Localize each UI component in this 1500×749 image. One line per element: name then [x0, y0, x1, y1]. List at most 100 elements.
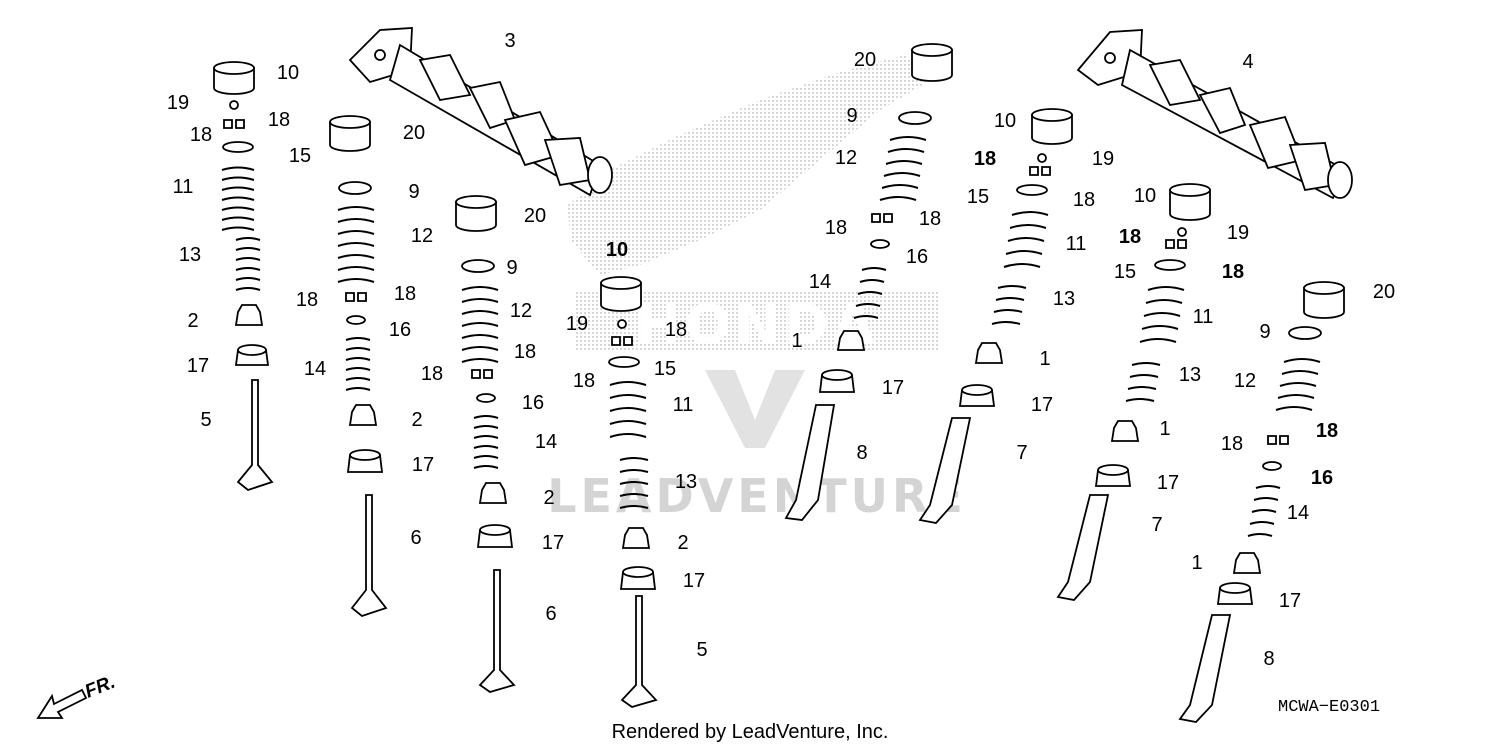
part-label: 17 [412, 454, 434, 476]
part-label: 1 [1159, 418, 1170, 440]
part-label: 5 [200, 409, 211, 431]
watermark-logo-text: HONDA [636, 293, 879, 356]
part-label: 15 [654, 358, 676, 380]
valve-column-4 [600, 276, 658, 708]
honda-wing-watermark [568, 55, 935, 275]
valve-column-3 [455, 195, 516, 693]
part-label: 18 [268, 109, 290, 131]
part-label: 18 [394, 283, 416, 305]
part-label: 13 [179, 244, 201, 266]
camshaft-4 [1076, 29, 1353, 200]
part-label: 7 [1016, 442, 1027, 464]
part-label: 12 [510, 300, 532, 322]
part-label: 11 [673, 394, 694, 416]
part-label: 18 [514, 341, 536, 363]
part-label: 1 [1039, 348, 1050, 370]
front-direction-indicator: FR. [36, 672, 118, 719]
part-label: 18 [296, 289, 318, 311]
part-label: 13 [675, 471, 697, 493]
part-label: 14 [535, 431, 557, 453]
part-label: 14 [304, 358, 326, 380]
part-label: 16 [522, 392, 544, 414]
part-label: 18 [825, 217, 847, 239]
part-label: 18 [919, 208, 941, 230]
part-label: 10 [606, 239, 628, 261]
watermark: HONDA LEADVENTURE [547, 55, 967, 523]
part-label: 6 [410, 527, 421, 549]
part-label: 12 [411, 225, 433, 247]
part-label: 3 [504, 30, 515, 52]
part-label: 18 [1073, 189, 1095, 211]
part-label: 18 [665, 319, 687, 341]
part-label: 2 [543, 487, 554, 509]
part-label: 8 [856, 442, 867, 464]
part-label: 18 [1316, 420, 1338, 442]
part-label: 16 [906, 246, 928, 268]
part-label: 12 [835, 147, 857, 169]
front-label: FR. [82, 672, 118, 703]
part-label: 9 [1259, 321, 1270, 343]
part-label: 18 [974, 148, 996, 170]
part-label: 11 [173, 176, 194, 198]
part-label: 8 [1263, 648, 1274, 670]
part-label: 10 [277, 62, 299, 84]
valve-column-8 [1178, 281, 1345, 723]
part-label: 14 [1287, 502, 1309, 524]
part-label: 10 [1134, 185, 1156, 207]
part-label: 9 [506, 257, 517, 279]
part-label: 12 [1234, 370, 1256, 392]
diagram-code: MCWA−E0301 [1278, 698, 1380, 717]
leadventure-v-mark [705, 370, 805, 448]
part-label: 20 [403, 122, 425, 144]
part-label: 2 [411, 409, 422, 431]
front-arrow-icon [36, 688, 88, 719]
valve-column-5 [784, 43, 953, 521]
part-label: 18 [421, 363, 443, 385]
part-label: 17 [1157, 472, 1179, 494]
part-label: 1 [1191, 552, 1202, 574]
part-label: 18 [573, 370, 595, 392]
part-label: 4 [1242, 51, 1253, 73]
part-label: 19 [566, 313, 588, 335]
watermark-text: LEADVENTURE [547, 469, 967, 523]
part-label: 15 [967, 186, 989, 208]
part-label: 17 [187, 355, 209, 377]
part-label: 17 [1279, 590, 1301, 612]
part-label: 16 [389, 319, 411, 341]
part-label: 17 [542, 532, 564, 554]
valve-column-7 [1056, 183, 1211, 601]
part-label: 18 [1221, 433, 1243, 455]
part-label: 17 [882, 377, 904, 399]
part-label: 20 [854, 49, 876, 71]
part-label: 9 [408, 181, 419, 203]
part-label: 11 [1193, 306, 1214, 328]
part-label: 19 [167, 92, 189, 114]
part-label: 18 [190, 124, 212, 146]
part-label: 17 [1031, 394, 1053, 416]
part-label: 5 [696, 639, 707, 661]
valve-column-1 [213, 61, 274, 492]
part-label: 17 [683, 570, 705, 592]
part-label: 15 [1114, 261, 1136, 283]
part-label: 16 [1311, 467, 1333, 489]
valve-column-2 [329, 115, 388, 618]
part-label: 19 [1092, 148, 1114, 170]
part-label: 20 [1373, 281, 1395, 303]
part-label: 1 [791, 330, 802, 352]
footer-credit: Rendered by LeadVenture, Inc. [612, 721, 889, 743]
part-label: 19 [1227, 222, 1249, 244]
part-label: 7 [1151, 514, 1162, 536]
part-label: 14 [809, 271, 831, 293]
part-label: 15 [289, 145, 311, 167]
part-label: 13 [1053, 288, 1075, 310]
part-label: 10 [994, 110, 1016, 132]
part-label: 9 [846, 105, 857, 127]
valve-column-6 [918, 108, 1073, 524]
part-label: 18 [1222, 261, 1244, 283]
part-label: 11 [1066, 233, 1087, 255]
part-label: 6 [545, 603, 556, 625]
part-label: 2 [677, 532, 688, 554]
part-label: 13 [1179, 364, 1201, 386]
